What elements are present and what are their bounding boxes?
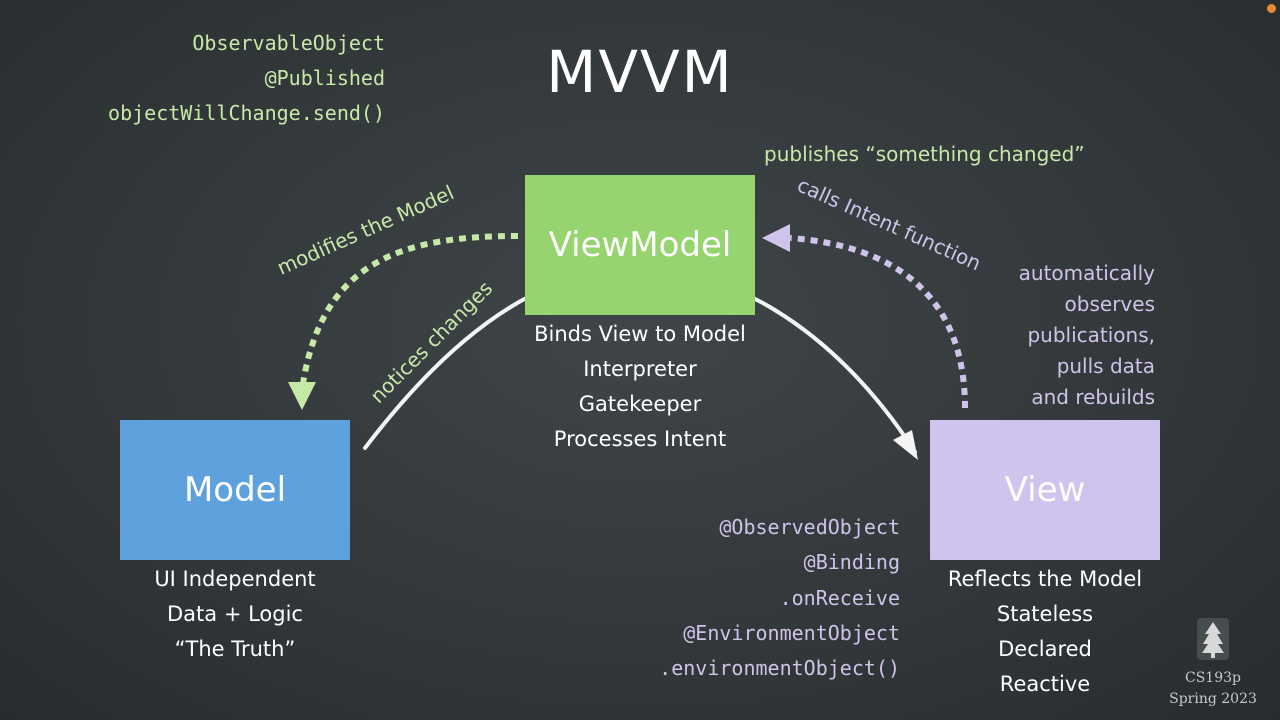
course-name: CS193p <box>1185 670 1241 686</box>
auto-line-5: and rebuilds <box>1031 385 1155 409</box>
model-box: Model <box>120 420 350 560</box>
auto-line-1: automatically <box>1018 261 1155 285</box>
model-description: UI Independent Data + Logic “The Truth” <box>120 562 350 667</box>
view-desc-stateless: Stateless <box>996 602 1094 626</box>
view-desc-reactive: Reactive <box>999 672 1091 696</box>
model-arrowhead <box>288 382 316 410</box>
code-published: @Published <box>264 66 385 90</box>
code-environment-object: @EnvironmentObject <box>683 620 900 645</box>
code-object-will-change: objectWillChange.send() <box>108 101 385 125</box>
auto-line-3: publications, <box>1027 323 1155 347</box>
model-desc-data: Data + Logic <box>167 602 303 626</box>
vm-desc-binds: Binds View to Model <box>534 322 746 346</box>
view-code-list: @ObservedObject @Binding .onReceive @Env… <box>659 510 900 686</box>
recording-indicator-icon <box>1267 4 1276 13</box>
view-arrowhead <box>893 430 918 460</box>
code-environment-object-modifier: .environmentObject() <box>659 656 900 681</box>
page-title: MVVM <box>546 38 734 106</box>
code-binding: @Binding <box>803 550 900 575</box>
stanford-tree-icon <box>1197 618 1229 660</box>
view-desc-declared: Declared <box>998 637 1092 661</box>
publishes-label: publishes “something changed” <box>764 142 1085 166</box>
viewmodel-code-list: ObservableObject @Published objectWillCh… <box>108 26 385 131</box>
vm-desc-interpreter: Interpreter <box>583 357 697 381</box>
auto-line-4: pulls data <box>1056 354 1155 378</box>
code-observable-object: ObservableObject <box>192 31 385 55</box>
automatically-observes-label: automatically observes publications, pul… <box>1019 258 1155 413</box>
viewmodel-description: Binds View to Model Interpreter Gatekeep… <box>490 317 790 457</box>
view-box: View <box>930 420 1160 560</box>
code-observed-object: @ObservedObject <box>719 515 900 539</box>
viewmodel-box: ViewModel <box>525 175 755 315</box>
view-desc-reflects: Reflects the Model <box>947 567 1143 591</box>
view-box-label: View <box>1004 470 1086 510</box>
modifies-model-arrow <box>299 233 519 391</box>
viewmodel-arrowhead <box>762 224 790 252</box>
view-description: Reflects the Model Stateless Declared Re… <box>920 562 1170 702</box>
course-footer: CS193p Spring 2023 <box>1168 668 1258 710</box>
course-term: Spring 2023 <box>1169 691 1257 707</box>
model-desc-ui: UI Independent <box>154 567 316 591</box>
model-box-label: Model <box>183 470 287 510</box>
vm-desc-processes: Processes Intent <box>553 427 727 451</box>
auto-line-2: observes <box>1064 292 1155 316</box>
code-on-receive: .onReceive <box>779 585 900 610</box>
calls-intent-arrow <box>789 235 968 409</box>
model-desc-truth: “The Truth” <box>174 637 296 661</box>
viewmodel-box-label: ViewModel <box>548 225 732 265</box>
vm-desc-gatekeeper: Gatekeeper <box>578 392 702 416</box>
